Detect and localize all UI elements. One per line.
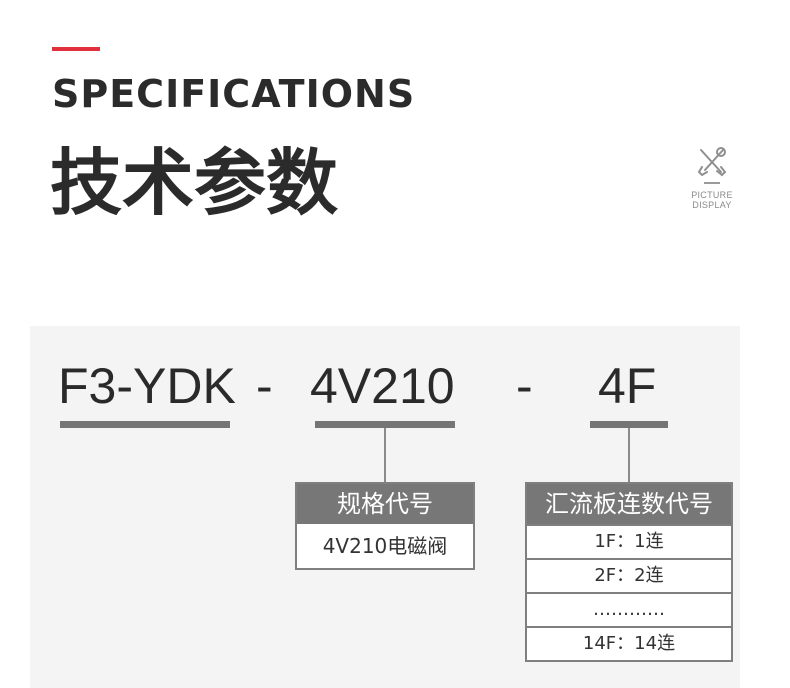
code-panel: F3-YDK - 4V210 - 4F 规格代号 4V210电磁阀 汇流板连数代… — [30, 326, 740, 688]
underline-count — [590, 421, 668, 428]
accent-line — [52, 47, 100, 51]
picture-display-badge: PICTURE DISPLAY — [676, 146, 748, 210]
title-chinese: 技术参数 — [50, 141, 339, 225]
code-separator-2: - — [516, 358, 533, 414]
underline-model — [60, 421, 230, 428]
spec-code-box: 规格代号 4V210电磁阀 — [295, 482, 475, 570]
code-part-spec: 4V210 — [310, 358, 455, 414]
code-separator-1: - — [256, 358, 273, 414]
manifold-count-row: ………… — [527, 592, 731, 626]
spec-code-value: 4V210电磁阀 — [322, 534, 448, 558]
connector-spec — [384, 428, 386, 484]
underline-spec — [315, 421, 455, 428]
title-english: SPECIFICATIONS — [52, 72, 416, 116]
connector-count — [628, 428, 630, 484]
manifold-count-header: 汇流板连数代号 — [527, 484, 731, 524]
manifold-count-row: 1F：1连 — [527, 524, 731, 558]
code-part-count: 4F — [598, 358, 657, 414]
manifold-count-row: 2F：2连 — [527, 558, 731, 592]
manifold-count-row: 14F：14连 — [527, 626, 731, 660]
manifold-count-box: 汇流板连数代号 1F：1连 2F：2连 ………… 14F：14连 — [525, 482, 733, 662]
spec-code-header: 规格代号 — [297, 484, 473, 524]
picture-display-label: PICTURE DISPLAY — [691, 190, 733, 210]
code-part-model: F3-YDK — [58, 358, 236, 414]
tools-icon — [697, 147, 727, 177]
